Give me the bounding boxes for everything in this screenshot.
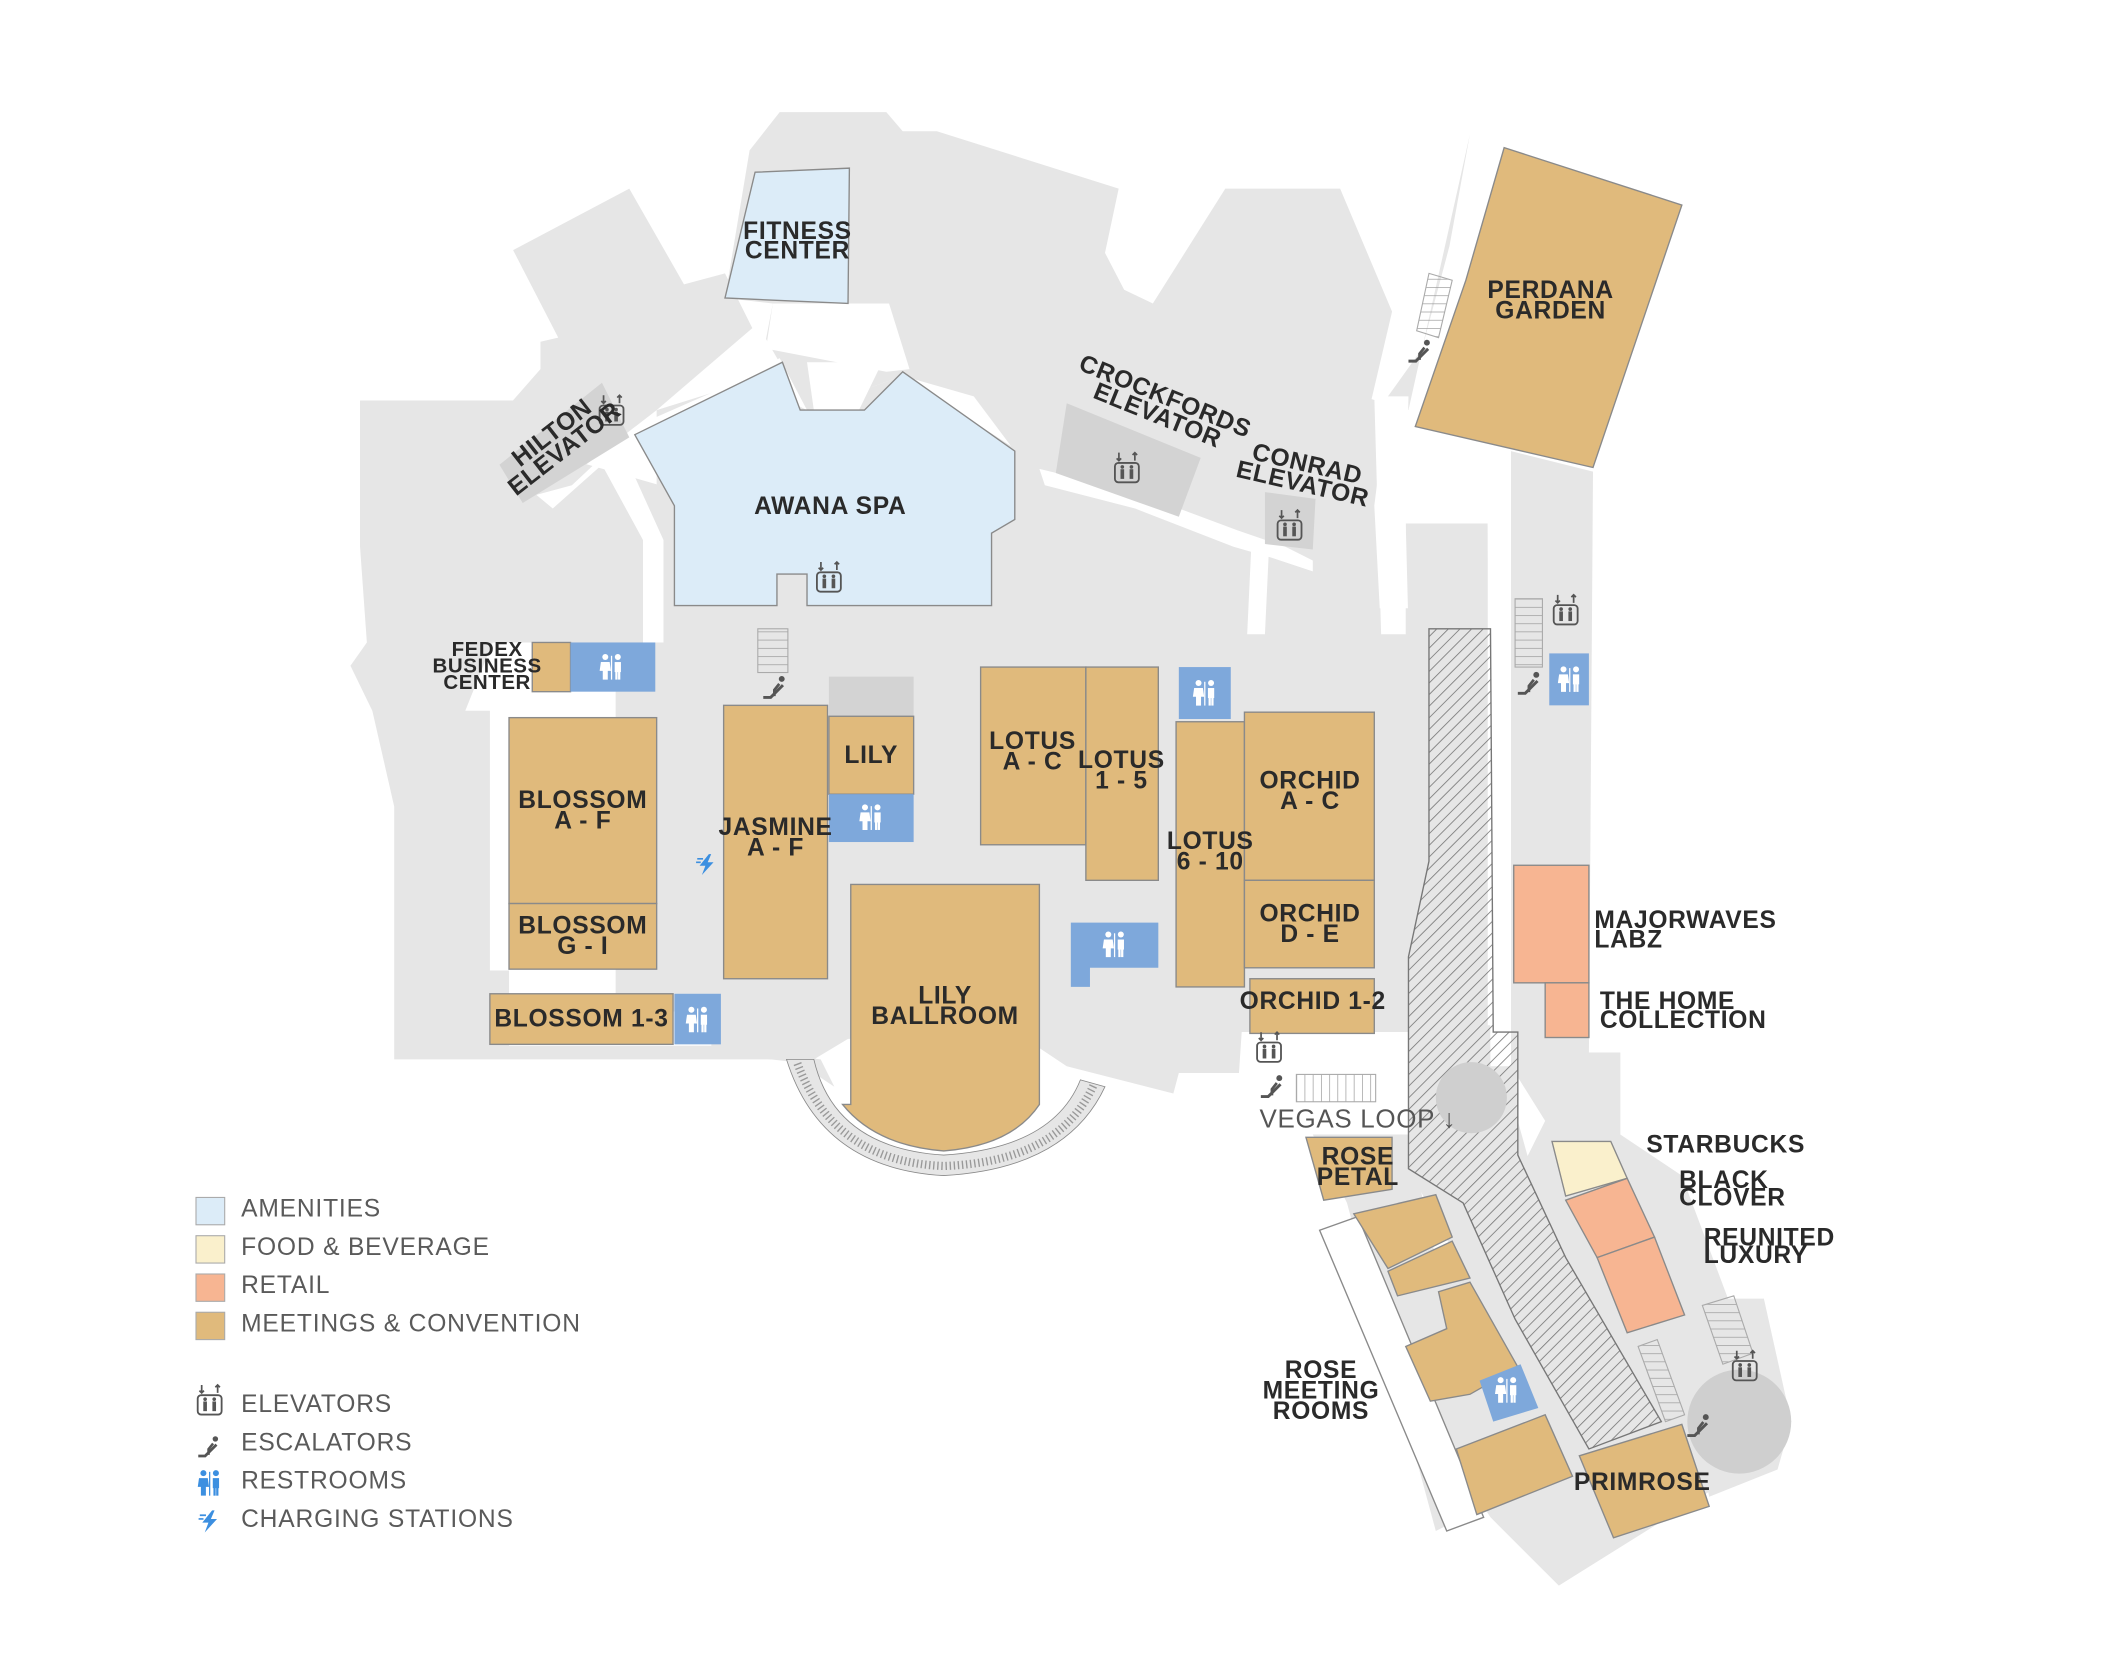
charging-icon <box>197 1509 218 1534</box>
legend-label-retail: RETAIL <box>241 1272 330 1299</box>
restroom-blossom[interactable] <box>674 993 721 1045</box>
rose-meeting-room-1[interactable] <box>1352 1193 1454 1270</box>
escalator-icon[interactable] <box>1406 339 1432 363</box>
lotus-15-room[interactable] <box>1085 666 1160 881</box>
elevator-icon <box>196 1383 223 1416</box>
storage-area <box>828 676 914 718</box>
jasmine-room[interactable] <box>722 704 829 980</box>
legend-swatch-amenities <box>195 1196 226 1226</box>
restroom-rose[interactable] <box>1479 1364 1539 1422</box>
rose-meeting-rooms-outline <box>1318 1215 1485 1532</box>
orchid-12-label: ORCHID 1-2 <box>1240 988 1386 1015</box>
primrose-room[interactable] <box>1578 1423 1711 1539</box>
crockfords-elevator-lobby[interactable] <box>1055 403 1201 517</box>
legend-swatch-food <box>195 1235 226 1264</box>
legend: AMENITIES FOOD & BEVERAGE RETAIL MEETING… <box>195 1196 581 1534</box>
lotus-ac-room[interactable] <box>979 666 1087 846</box>
rose-meeting-room-2[interactable] <box>1387 1240 1471 1297</box>
restroom-lily[interactable] <box>828 794 914 843</box>
restroom-lotus[interactable] <box>1178 667 1231 720</box>
the-home-collection-store[interactable] <box>1544 982 1590 1039</box>
blossom-13-label: BLOSSOM 1-3 <box>494 1006 668 1033</box>
restroom-central[interactable] <box>1070 922 1159 987</box>
elevator-icon[interactable] <box>1255 1031 1283 1063</box>
legend-label-meetings: MEETINGS & CONVENTION <box>241 1310 581 1337</box>
legend-label-elevators: ELEVATORS <box>241 1391 392 1418</box>
escalator-icon <box>196 1435 220 1458</box>
lotus-610-room[interactable] <box>1175 721 1246 988</box>
rose-meeting-room-3[interactable] <box>1404 1281 1519 1402</box>
legend-label-escalators: ESCALATORS <box>241 1429 412 1456</box>
orchid-de-room[interactable] <box>1243 879 1375 969</box>
primrose-label: PRIMROSE <box>1574 1469 1711 1496</box>
legend-swatch-retail <box>195 1273 226 1302</box>
blossom-13-room[interactable] <box>489 993 674 1046</box>
ballroom-arc <box>785 1058 1106 1176</box>
legend-label-restrooms: RESTROOMS <box>241 1468 407 1495</box>
legend-label-amenities: AMENITIES <box>241 1196 381 1223</box>
blossom-gi-room[interactable] <box>508 902 658 970</box>
legend-swatch-meetings <box>195 1311 226 1341</box>
vegas-loop-label[interactable]: VEGAS LOOP ↓ <box>1259 1104 1456 1134</box>
roundabout <box>1435 1062 1507 1134</box>
rose-meeting-room-4[interactable] <box>1455 1413 1574 1516</box>
stairs <box>757 272 1792 1474</box>
retail-and-food <box>1513 864 1686 1334</box>
hatched-walkway <box>1407 628 1663 1450</box>
restroom-fedex[interactable] <box>570 642 656 692</box>
escalator-icon[interactable] <box>1259 1074 1284 1099</box>
restroom-east[interactable] <box>1549 653 1589 706</box>
restroom-icon <box>197 1470 220 1496</box>
majorwaves-labz-store[interactable] <box>1513 864 1590 984</box>
awana-spa-room[interactable] <box>633 361 1016 607</box>
fitness-center-room[interactable] <box>724 167 851 305</box>
starbucks-label: STARBUCKS <box>1646 1131 1805 1158</box>
legend-label-charging: CHARGING STATIONS <box>241 1506 514 1533</box>
lily-label: LILY <box>844 742 898 769</box>
rose-petal-room[interactable] <box>1305 1136 1393 1201</box>
amenities <box>633 167 1016 607</box>
blossom-af-room[interactable] <box>508 716 658 905</box>
lily-room[interactable] <box>828 715 915 795</box>
awana-spa-label: AWANA SPA <box>754 493 906 520</box>
lily-ballroom-room[interactable] <box>841 883 1041 1152</box>
reunited-luxury-store[interactable] <box>1596 1236 1686 1334</box>
restrooms <box>570 642 1589 1422</box>
meeting-rooms <box>489 146 1711 1539</box>
perdana-garden-room[interactable] <box>1414 146 1683 469</box>
legend-label-food: FOOD & BEVERAGE <box>241 1234 490 1261</box>
orchid-ac-room[interactable] <box>1243 711 1375 881</box>
hilton-elevator-lobby[interactable] <box>499 382 630 504</box>
orchid-12-room[interactable] <box>1249 978 1375 1035</box>
